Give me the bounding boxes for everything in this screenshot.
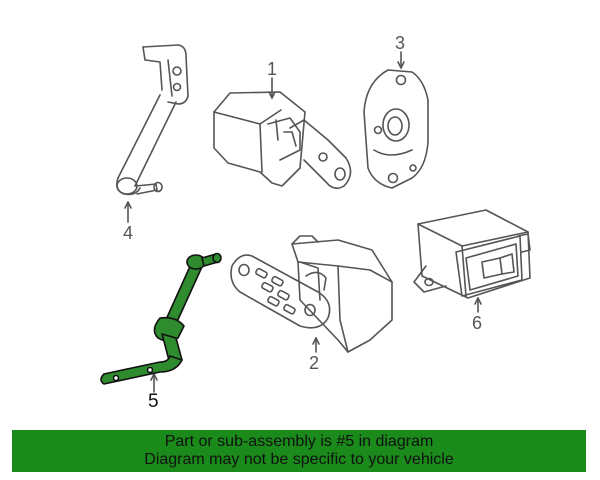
callout-4: 4 <box>123 223 134 243</box>
callout-6: 6 <box>472 313 483 333</box>
banner-line-1: Part or sub-assembly is #5 in diagram <box>164 433 434 450</box>
parts-diagram <box>100 44 531 393</box>
banner-line-2: Diagram may not be specific to your vehi… <box>144 451 454 468</box>
callout-1: 1 <box>267 59 278 79</box>
part-6-module <box>413 209 531 299</box>
part-1-sensor <box>213 91 352 190</box>
callout-3: 3 <box>395 33 406 53</box>
info-banner: Part or sub-assembly is #5 in diagram Di… <box>12 430 586 472</box>
part-2-sensor-link <box>230 235 393 353</box>
part-4-bracket-arm <box>116 44 189 196</box>
leader-lines <box>124 51 482 393</box>
callout-2: 2 <box>309 353 320 373</box>
part-3-gasket <box>363 69 429 189</box>
part-5-linkage-rod <box>100 252 222 385</box>
callout-5: 5 <box>148 391 159 412</box>
